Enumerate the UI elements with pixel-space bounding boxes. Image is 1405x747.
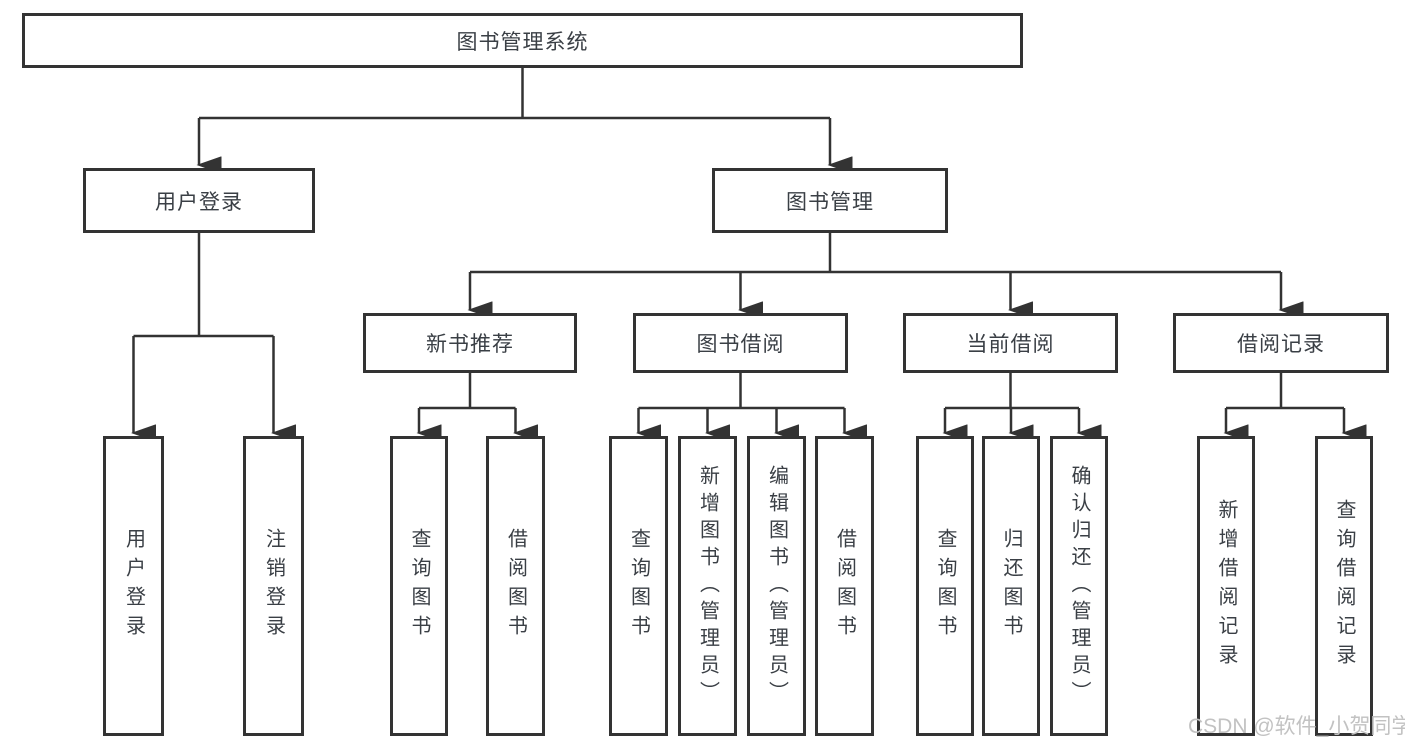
leaf-current-confirm-return-admin: 确认归还（管理员）: [1050, 436, 1108, 736]
connector-book-management: [470, 233, 1281, 274]
node-user-login-label: 用户登录: [155, 190, 243, 214]
node-book-management-label: 图书管理: [786, 190, 874, 214]
watermark: CSDN @软件_小贺同学: [1188, 715, 1405, 738]
node-current-borrow-label: 当前借阅: [966, 333, 1055, 356]
connector-user-login: [133, 233, 274, 338]
leaf-logout-label: 注销登录: [262, 528, 285, 644]
node-current-borrow: 当前借阅: [903, 313, 1118, 373]
leaf-borrow-add-books-admin-label: 新增图书（管理员）: [696, 464, 719, 708]
leaf-current-query-books-label: 查询图书: [934, 528, 956, 644]
leaf-borrow-edit-books-admin-label: 编辑图书（管理员）: [765, 464, 788, 708]
leaf-user-login-label: 用户登录: [122, 528, 145, 644]
leaf-current-confirm-return-admin-label: 确认归还（管理员）: [1068, 464, 1090, 708]
leaf-user-login: 用户登录: [103, 436, 164, 736]
node-book-management: 图书管理: [712, 168, 948, 233]
connector-current-borrow: [945, 373, 1079, 410]
leaf-records-query-record-label: 查询借阅记录: [1333, 499, 1355, 673]
node-borrow-records-label: 借阅记录: [1237, 333, 1325, 356]
leaf-records-add-record: 新增借阅记录: [1197, 436, 1255, 736]
leaf-logout: 注销登录: [243, 436, 304, 736]
connector-root: [199, 68, 830, 120]
leaf-current-return-books-label: 归还图书: [1000, 528, 1022, 644]
leaf-borrow-query-books-label: 查询图书: [627, 528, 650, 644]
node-root-label: 图书管理系统: [456, 30, 589, 54]
connector-book-borrow: [638, 373, 845, 410]
node-book-borrow-label: 图书借阅: [696, 333, 785, 356]
leaf-records-add-record-label: 新增借阅记录: [1215, 499, 1237, 673]
leaf-records-query-record: 查询借阅记录: [1315, 436, 1373, 736]
leaf-recommend-borrow-books: 借阅图书: [486, 436, 545, 736]
node-root: 图书管理系统: [22, 13, 1023, 68]
leaf-current-query-books: 查询图书: [916, 436, 974, 736]
node-borrow-records: 借阅记录: [1173, 313, 1389, 373]
leaf-current-return-books: 归还图书: [982, 436, 1040, 736]
connector-borrow-records: [1226, 373, 1344, 410]
leaf-borrow-add-books-admin: 新增图书（管理员）: [678, 436, 737, 736]
node-book-borrow: 图书借阅: [633, 313, 848, 373]
node-user-login: 用户登录: [83, 168, 315, 233]
connector-new-book-recommend: [419, 373, 516, 410]
leaf-recommend-query-books-label: 查询图书: [408, 528, 430, 644]
leaf-borrow-edit-books-admin: 编辑图书（管理员）: [747, 436, 806, 736]
leaf-borrow-query-books: 查询图书: [609, 436, 668, 736]
leaf-recommend-borrow-books-label: 借阅图书: [504, 528, 527, 644]
leaf-recommend-query-books: 查询图书: [390, 436, 448, 736]
node-new-book-recommend-label: 新书推荐: [426, 333, 514, 356]
node-new-book-recommend: 新书推荐: [363, 313, 577, 373]
leaf-borrow-borrow-books: 借阅图书: [815, 436, 874, 736]
leaf-borrow-borrow-books-label: 借阅图书: [833, 528, 856, 644]
